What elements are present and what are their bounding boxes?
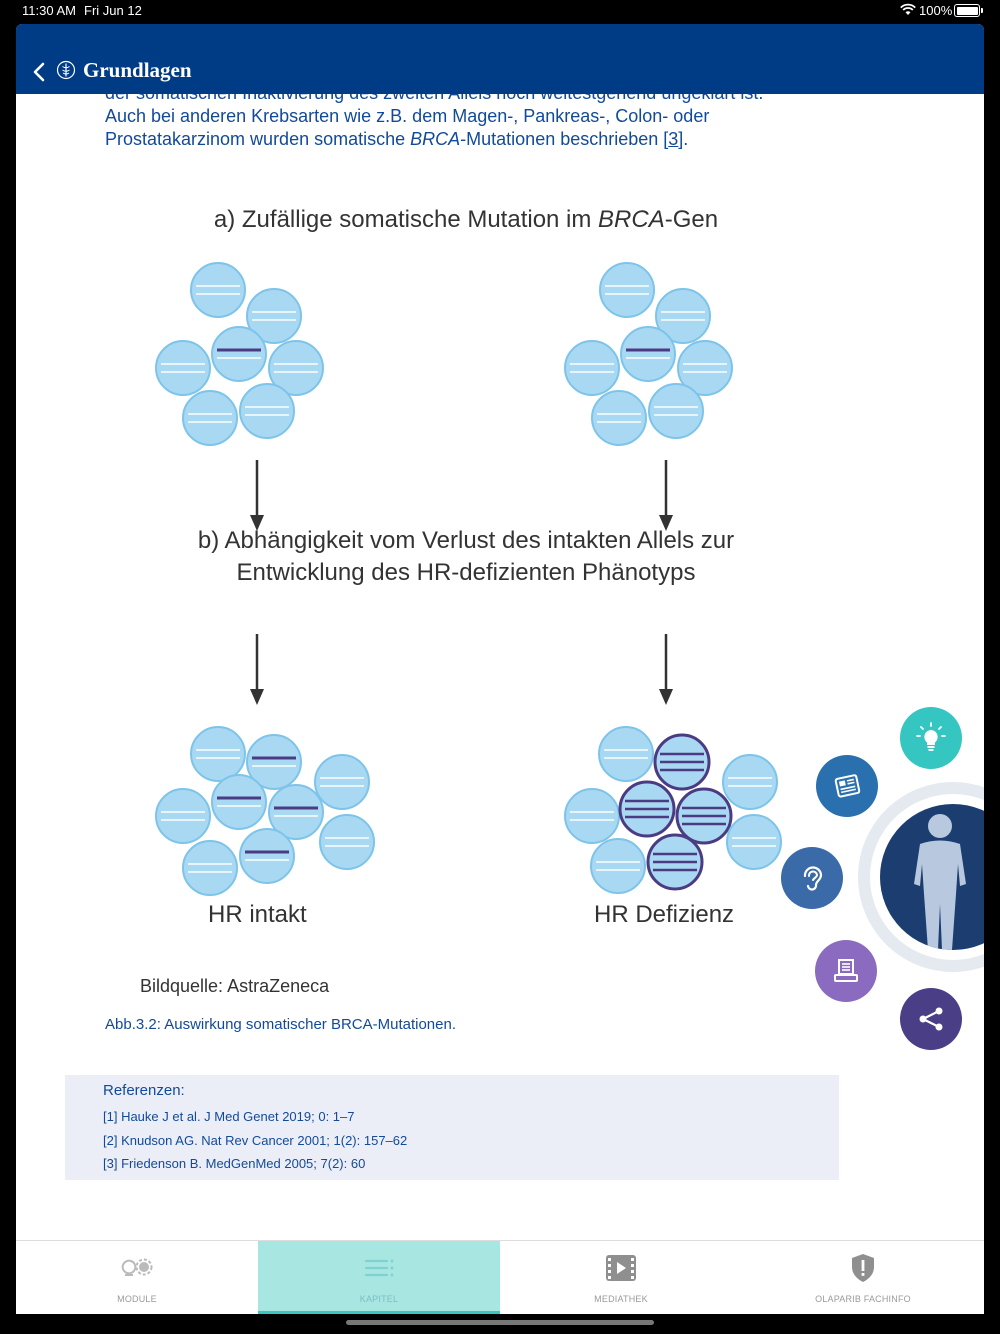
cell [564,340,620,396]
cell [268,784,324,840]
cell [239,383,295,439]
reference-link-3[interactable]: 3 [668,129,679,149]
paragraph-italic: BRCA [410,129,461,149]
tips-button[interactable] [900,707,962,769]
news-button[interactable] [816,755,878,817]
references-box: Referenzen: [1] Hauke J et al. J Med Gen… [65,1075,839,1180]
tab-label: OLAPARIB FACHINFO [815,1294,911,1304]
deficient-cell [675,787,733,845]
cell [155,340,211,396]
tab-label: MEDIATHEK [594,1294,648,1304]
down-arrow-icon [250,460,264,531]
cell [598,726,654,782]
paragraph-line: Prostatakarzinom wurden somatische BRCA-… [105,128,805,151]
cell [182,390,238,446]
cell [319,814,375,870]
cell [246,288,302,344]
cell [211,326,267,382]
paragraph-line: Auch bei anderen Krebsarten wie z.B. dem… [105,106,710,126]
status-date: Fri Jun 12 [84,3,142,18]
down-arrow-icon [250,634,264,705]
reference-item[interactable]: [1] Hauke J et al. J Med Genet 2019; 0: … [103,1109,355,1124]
label-hr-defizienz: HR Defizienz [594,901,735,928]
app-window: Grundlagen der somatischen Inaktivierung… [16,24,984,1314]
cell [239,828,295,884]
cell [648,383,704,439]
cell [591,390,647,446]
figure-graphic [155,262,782,896]
nav-header: Grundlagen [16,24,984,94]
cell [655,288,711,344]
figure-caption: Abb.3.2: Auswirkung somatischer BRCA-Mut… [105,1016,456,1033]
cell [677,340,733,396]
down-arrow-icon [659,634,673,705]
home-indicator[interactable] [346,1320,654,1325]
module-icon [121,1258,153,1276]
status-bar: 11:30 AM Fri Jun 12 100% [0,0,1000,22]
paragraph-text: Prostatakarzinom wurden somatische [105,129,411,149]
newspaper-icon [834,774,861,798]
status-time: 11:30 AM [22,3,76,18]
cell [155,788,211,844]
deficient-cell [646,833,704,891]
caduceus-logo-icon [56,60,76,80]
tab-mediathek[interactable]: MEDIATHEK [500,1241,742,1314]
paragraph-line: der somatischen Inaktivierung des zweite… [105,94,805,105]
tab-module[interactable]: MODULE [16,1241,258,1314]
cell [620,326,676,382]
lightbulb-icon [916,722,946,751]
list-icon [364,1259,394,1277]
reference-item[interactable]: [3] Friedenson B. MedGenMed 2005; 7(2): … [103,1156,366,1171]
cell [182,840,238,896]
tab-label: MODULE [117,1294,157,1304]
paragraph-text: ]. [678,129,689,149]
deficient-cell [653,733,711,791]
references-title: Referenzen: [103,1082,185,1099]
tab-label: KAPITEL [359,1294,399,1304]
battery-percent: 100% [919,3,953,18]
deficient-cell [618,780,676,838]
bottom-tab-bar: MODULE KAPITEL MEDIATHEK OLAPARIB FACHIN… [16,1240,984,1314]
printer-icon [834,959,858,982]
print-button[interactable] [815,940,877,1002]
audio-button[interactable] [781,847,843,909]
cell [726,814,782,870]
cell [190,262,246,318]
shield-icon [852,1254,874,1282]
cell [268,340,324,396]
cell [564,788,620,844]
cell [211,774,267,830]
battery-icon [954,4,983,17]
tab-olaparib-fachinfo[interactable]: OLAPARIB FACHINFO [742,1241,984,1314]
tab-kapitel[interactable]: KAPITEL [258,1241,500,1314]
film-icon [606,1255,636,1281]
cell [190,726,246,782]
cell [314,754,370,810]
cell [599,262,655,318]
page-title: Grundlagen [83,58,192,82]
ear-icon [803,866,823,891]
cell [590,838,646,894]
figure-heading-a: a) Zufällige somatische Mutation im BRCA… [213,206,719,233]
share-button[interactable] [900,988,962,1050]
reference-item[interactable]: [2] Knudson AG. Nat Rev Cancer 2001; 1(2… [103,1132,408,1148]
cell [722,754,778,810]
paragraph-text: -Mutationen beschrieben [ [460,129,669,149]
figure-heading-b-line1: b) Abhängigkeit vom Verlust des intakten… [197,527,735,554]
figure-heading-b-line2: Entwicklung des HR-defizienten Phänotyps [236,559,696,586]
back-chevron-icon[interactable] [28,59,50,85]
figure-brca-mutation: a) Zufällige somatische Mutation im BRCA… [116,204,816,1034]
image-source: Bildquelle: AstraZeneca [140,976,330,996]
body-paragraph: der somatischen Inaktivierung des zweite… [105,94,805,151]
label-hr-intakt: HR intakt [208,901,307,928]
share-icon [919,1007,943,1031]
wifi-icon [900,3,916,19]
cell [246,734,302,790]
chapter-content[interactable]: der somatischen Inaktivierung des zweite… [16,94,984,1240]
down-arrow-icon [659,460,673,531]
